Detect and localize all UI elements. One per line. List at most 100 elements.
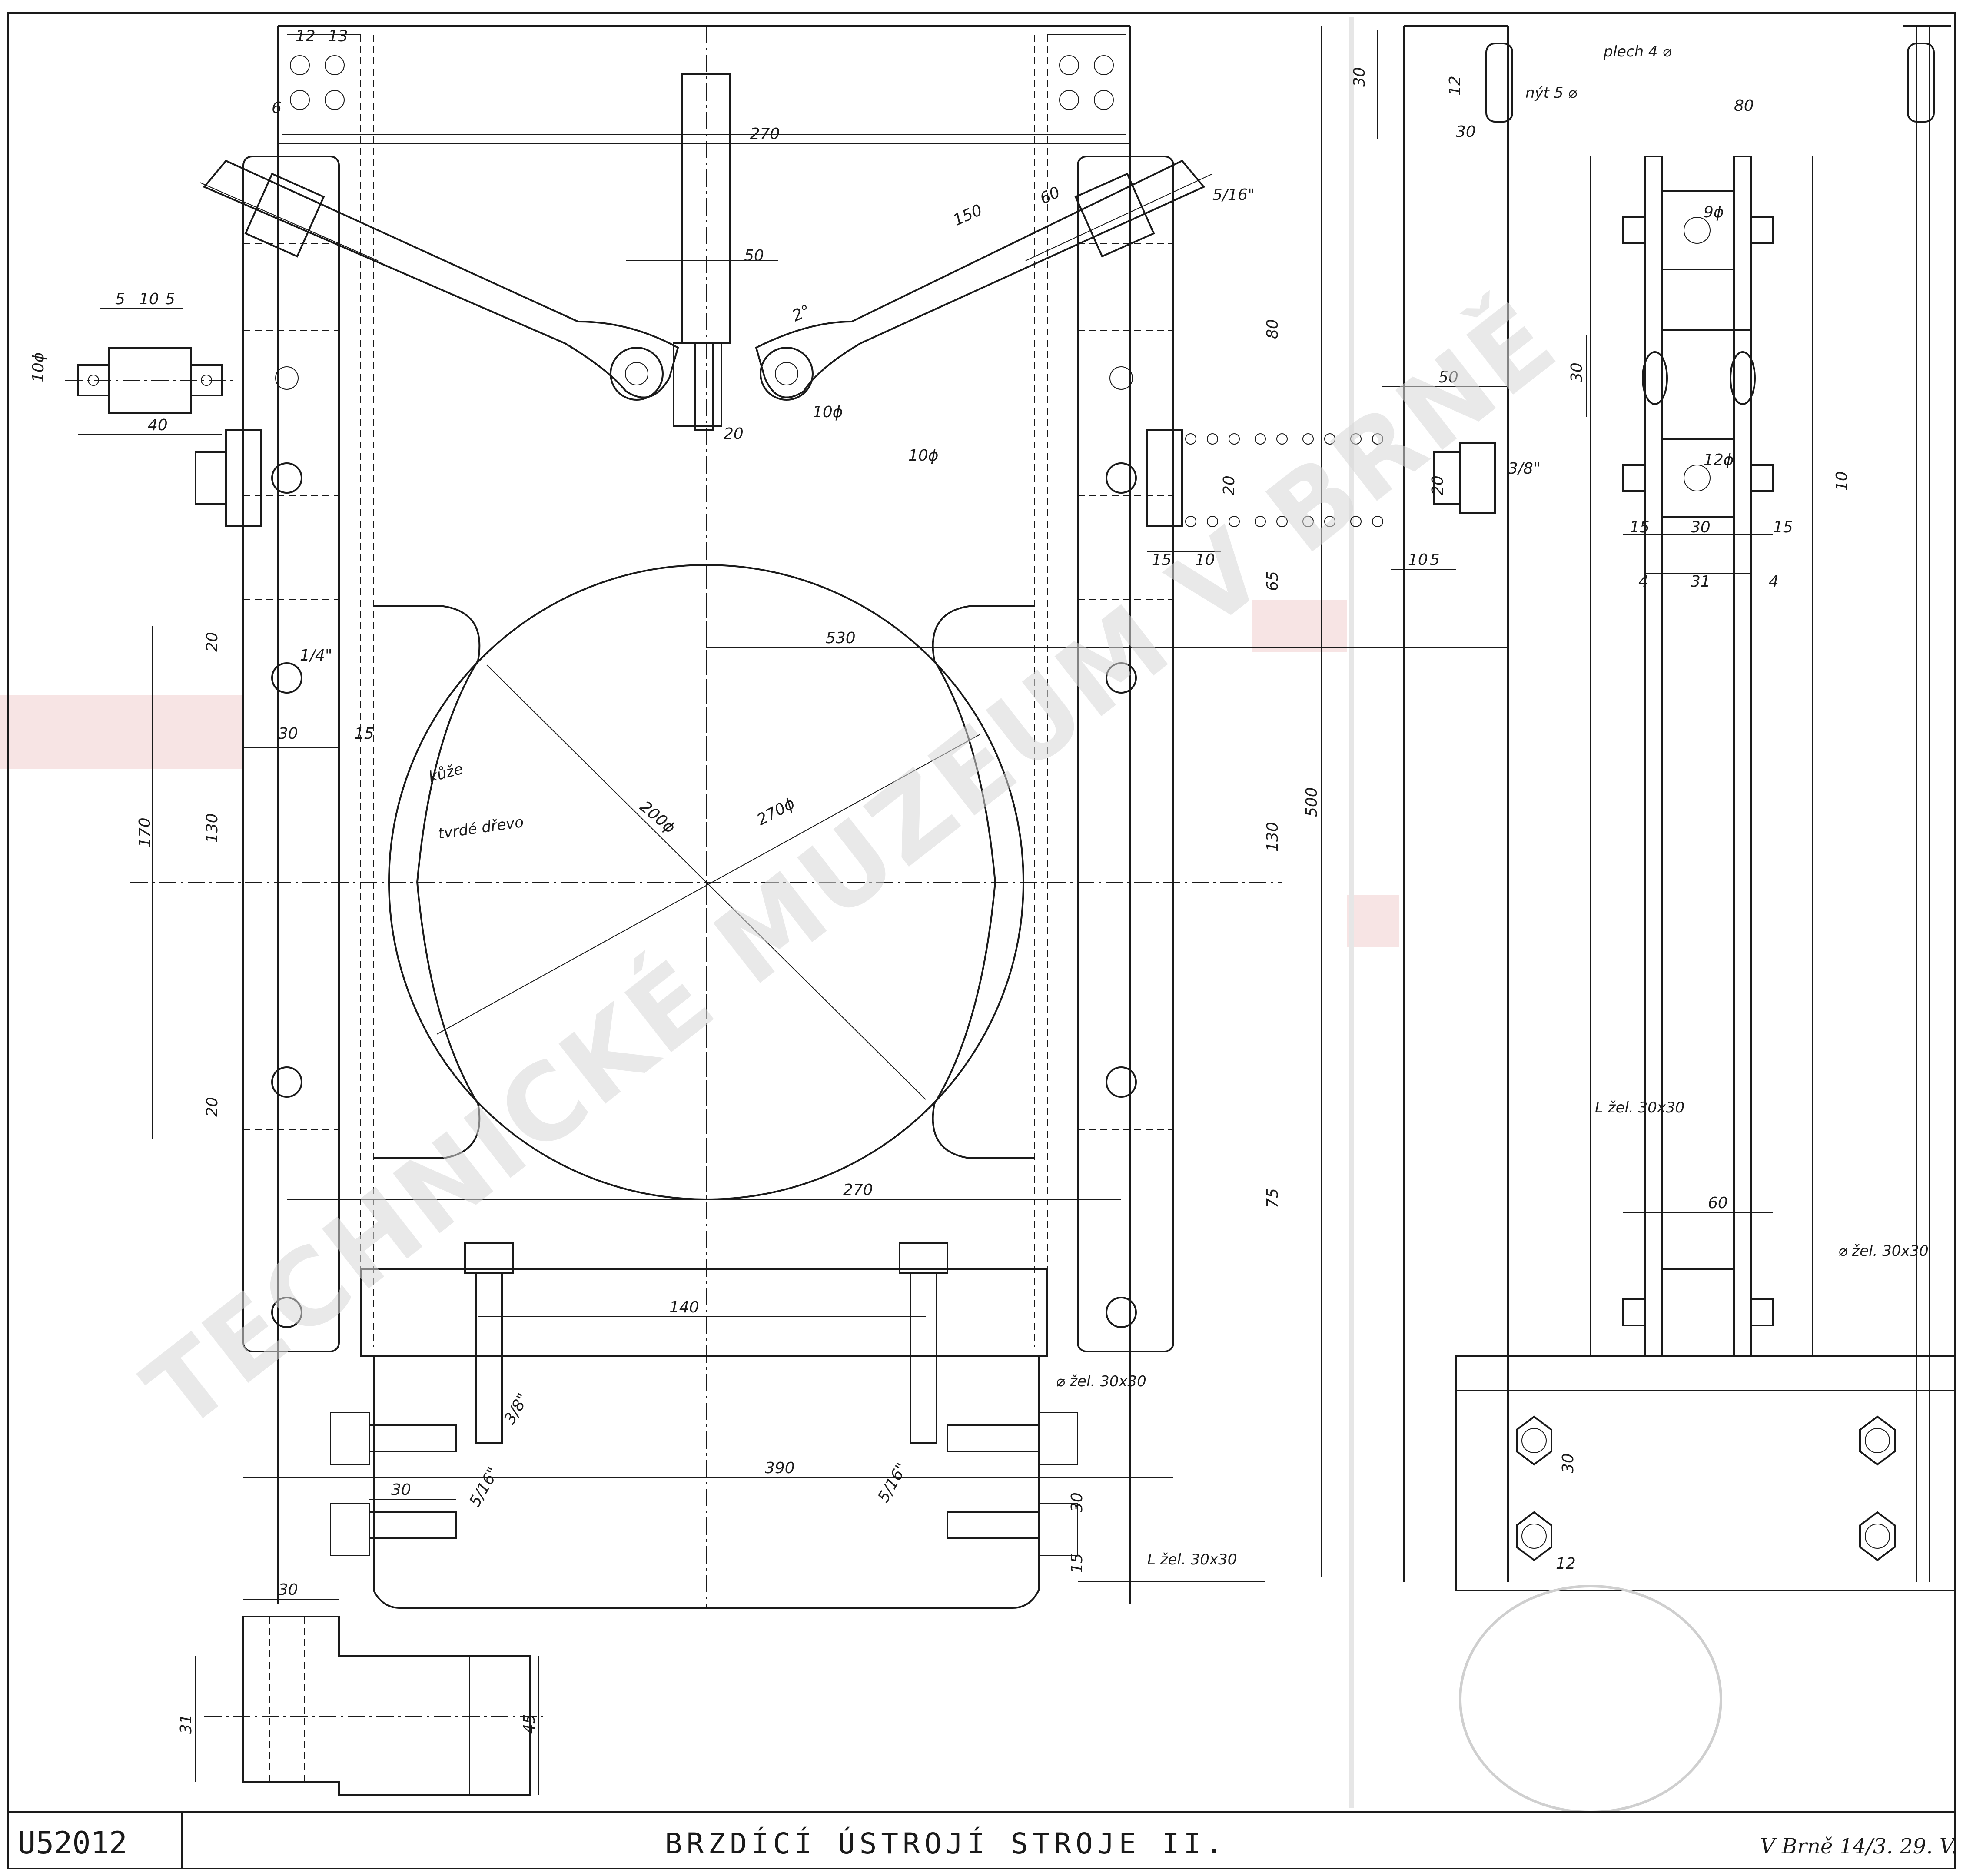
archive-stamp [1459,1585,1722,1813]
watermark: TECHNICKÉ MUZEUM V BRNĚ [123,278,1579,1454]
side-view-labels: 30 12 30 nýt 5 ⌀ plech 4 ⌀ 80 9ϕ 30 50 1… [1351,43,1929,1573]
svg-text:20: 20 [203,1097,221,1117]
bolt-group-top-right [1059,55,1114,110]
weight-block-upper [360,1268,1048,1357]
svg-text:15: 15 [354,725,374,743]
svg-text:10: 10 [1195,551,1215,569]
brake-shoe-left [374,605,481,1159]
svg-text:5: 5 [115,290,125,308]
svg-text:10ϕ: 10ϕ [908,447,939,465]
clevis-detail [108,347,192,414]
svg-text:60: 60 [1708,1194,1728,1212]
svg-text:65: 65 [1264,571,1282,591]
bolt-group-top-left [290,55,345,110]
svg-text:L žel. 30x30: L žel. 30x30 [1595,1099,1684,1116]
svg-text:5/16": 5/16" [466,1464,502,1510]
svg-text:270: 270 [750,125,780,143]
svg-text:15: 15 [1068,1553,1086,1573]
svg-text:12: 12 [1556,1555,1576,1573]
base-nuts [1516,1415,1896,1561]
svg-text:31: 31 [177,1714,195,1734]
side-bar-right [1077,156,1174,1352]
svg-text:4: 4 [1769,573,1779,591]
svg-text:tvrdé dřevo: tvrdé dřevo [437,813,525,843]
svg-text:kůže: kůže [427,760,465,786]
svg-text:5: 5 [1430,551,1440,569]
drawing-code: U52012 [17,1825,127,1861]
svg-text:130: 130 [1264,822,1282,852]
svg-text:270ϕ: 270ϕ [754,794,798,829]
svg-text:10: 10 [1833,471,1851,491]
title-block: U52012 BRZDÍCÍ ÚSTROJÍ STROJE II. V Brně… [7,1811,1957,1869]
svg-text:4: 4 [1638,573,1648,591]
side-view [1365,25,1956,1813]
svg-text:30: 30 [278,1581,298,1599]
svg-text:1/4": 1/4" [300,647,332,664]
svg-text:5/16": 5/16" [874,1460,911,1506]
svg-text:L žel. 30x30: L žel. 30x30 [1147,1551,1237,1568]
svg-text:5: 5 [165,290,175,308]
signature: V Brně 14/3. 29. V. [1760,1834,1957,1859]
svg-text:15: 15 [1773,518,1793,536]
side-bar-a [1644,156,1663,1357]
svg-text:75: 75 [1264,1188,1282,1208]
svg-text:10ϕ: 10ϕ [813,403,843,421]
svg-text:⌀ žel. 30x30: ⌀ žel. 30x30 [1838,1242,1929,1260]
svg-text:15: 15 [1152,551,1172,569]
svg-text:270: 270 [843,1181,873,1199]
svg-text:12: 12 [296,27,316,45]
svg-text:80: 80 [1264,319,1282,339]
svg-text:3/8": 3/8" [1508,460,1541,478]
svg-text:3/8": 3/8" [501,1390,532,1427]
svg-text:20: 20 [1429,475,1447,495]
svg-text:nýt 5 ⌀: nýt 5 ⌀ [1525,84,1577,102]
front-view [65,25,1496,1796]
sheet-border [7,12,1956,1869]
svg-text:150: 150 [950,201,985,229]
svg-text:30: 30 [391,1481,411,1499]
svg-text:⌀ žel. 30x30: ⌀ žel. 30x30 [1056,1373,1146,1390]
svg-text:5/16": 5/16" [1212,186,1255,204]
weight-block-lower [373,1355,1040,1609]
svg-text:530: 530 [826,629,856,647]
svg-text:50: 50 [744,247,764,265]
svg-text:45: 45 [521,1714,538,1734]
svg-text:30: 30 [1691,518,1711,536]
svg-text:30: 30 [1351,67,1368,87]
svg-text:13: 13 [328,27,348,45]
svg-text:6: 6 [272,99,282,117]
svg-text:20: 20 [724,425,744,443]
side-bar-b [1733,156,1752,1357]
svg-text:50: 50 [1438,369,1458,386]
link-arm-right [755,159,1206,398]
svg-text:10: 10 [139,290,159,308]
svg-text:10ϕ: 10ϕ [30,352,47,382]
side-bar-left [242,156,340,1352]
paper-stains [0,17,1399,1808]
svg-text:10: 10 [1408,551,1428,569]
base-beam [1455,1355,1956,1591]
brake-shoe-right [932,605,1034,1159]
svg-text:130: 130 [203,813,221,843]
svg-text:12ϕ: 12ϕ [1704,451,1734,469]
svg-text:140: 140 [669,1298,699,1316]
svg-text:80: 80 [1734,97,1754,115]
svg-text:30: 30 [1456,123,1476,141]
svg-text:2°: 2° [790,302,813,325]
svg-text:15: 15 [1630,518,1650,536]
svg-text:20: 20 [203,632,221,652]
drawing-title: BRZDÍCÍ ÚSTROJÍ STROJE II. [665,1826,1227,1860]
svg-text:40: 40 [148,416,168,434]
svg-text:plech 4 ⌀: plech 4 ⌀ [1603,43,1671,60]
bottom-detail [242,1616,531,1796]
svg-text:60: 60 [1037,183,1063,208]
svg-text:30: 30 [1559,1453,1577,1473]
link-arm-left [203,159,679,398]
svg-text:170: 170 [136,817,154,847]
svg-text:200ϕ: 200ϕ [636,797,678,837]
svg-text:30: 30 [278,725,298,743]
svg-text:30: 30 [1568,362,1586,382]
svg-text:12: 12 [1446,76,1464,96]
svg-text:500: 500 [1303,787,1321,817]
